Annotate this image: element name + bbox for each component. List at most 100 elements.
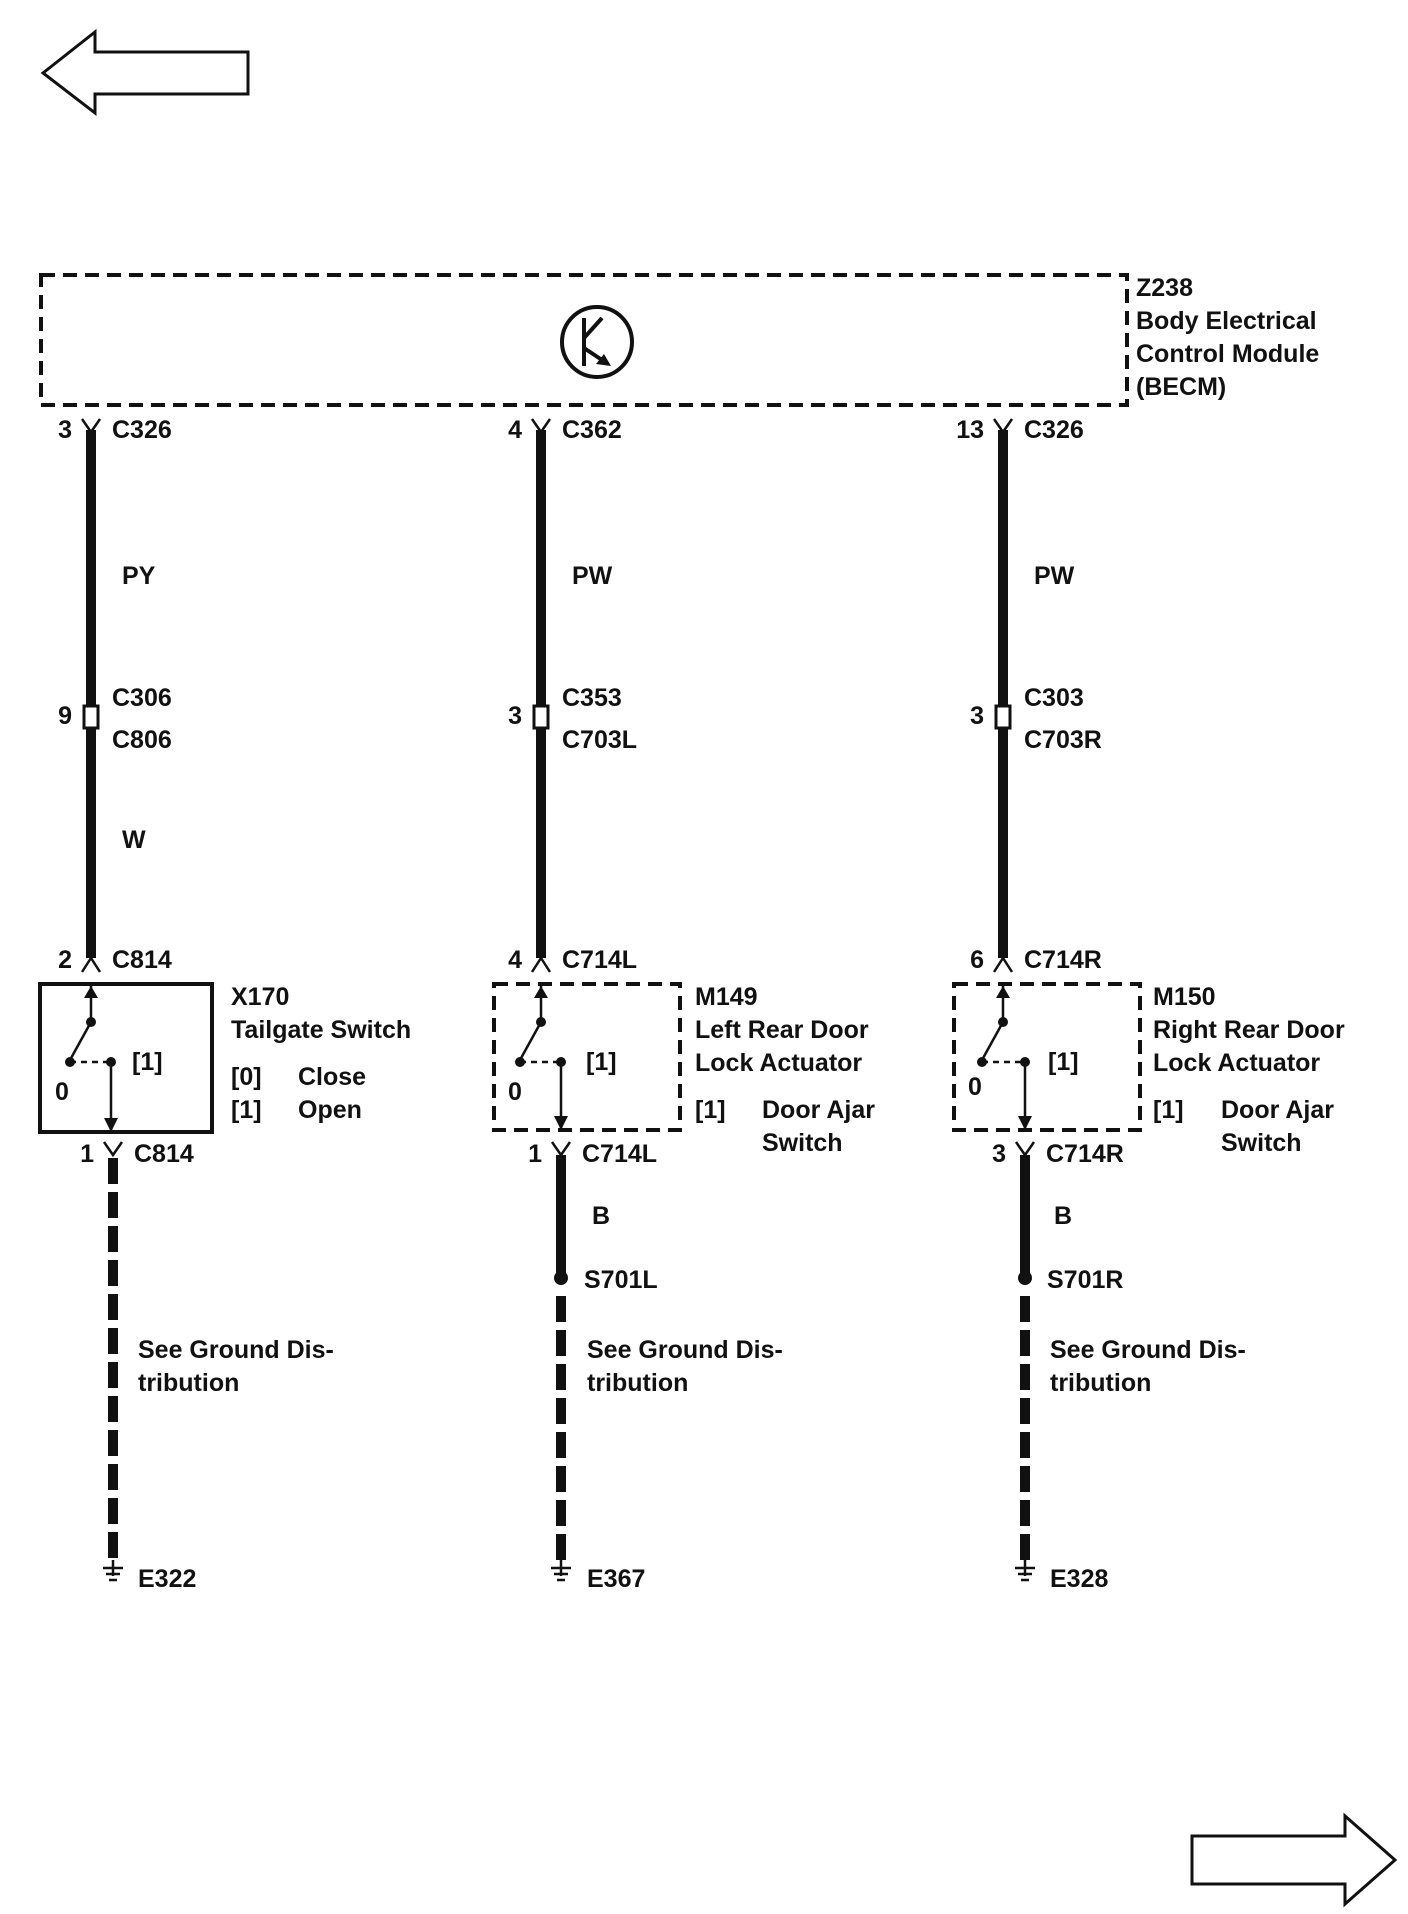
ground-note-line2: tribution bbox=[138, 1369, 239, 1397]
top-connector: C326 bbox=[1024, 416, 1084, 444]
state-desc-line2: Switch bbox=[762, 1129, 843, 1157]
connector-symbol bbox=[102, 1141, 124, 1158]
comp-top-connector: C814 bbox=[112, 946, 172, 974]
comp-bottom-connector: C714R bbox=[1046, 1140, 1124, 1168]
splice-dot bbox=[1018, 1271, 1032, 1285]
becm-module: Z238 Body Electrical Control Module (BEC… bbox=[39, 273, 1319, 407]
transistor-icon bbox=[560, 305, 634, 379]
ground-wire-color: B bbox=[1054, 1202, 1072, 1230]
circuit-right-rear-door: 13 C326 PW 3 C303 C703R 6 C714R 0 [1] M1… bbox=[952, 416, 1345, 1593]
inline-connector-2: C703L bbox=[562, 726, 637, 754]
ground-note-line1: See Ground Dis- bbox=[587, 1336, 783, 1364]
module-id: Z238 bbox=[1136, 274, 1193, 302]
switch-pos-1: [1] bbox=[586, 1048, 617, 1076]
connector-symbol bbox=[530, 955, 552, 973]
component-name-line2: Lock Actuator bbox=[695, 1049, 862, 1077]
comp-bottom-connector: C814 bbox=[134, 1140, 194, 1168]
top-connector: C362 bbox=[562, 416, 622, 444]
inline-connector-1: C306 bbox=[112, 684, 172, 712]
component-name-line1: Right Rear Door bbox=[1153, 1016, 1345, 1044]
component-name: Tailgate Switch bbox=[231, 1016, 411, 1044]
inline-connector-2: C806 bbox=[112, 726, 172, 754]
state-desc: Door Ajar bbox=[1221, 1096, 1334, 1124]
top-pin-number: 4 bbox=[508, 416, 522, 444]
inline-connector-symbol bbox=[532, 704, 550, 730]
connector-symbol bbox=[80, 955, 102, 973]
splice-dot bbox=[554, 1271, 568, 1285]
state-desc-line2: Switch bbox=[1221, 1129, 1302, 1157]
inline-connector-symbol bbox=[82, 704, 100, 730]
wire-color-upper: PW bbox=[572, 562, 613, 590]
module-name-line1: Body Electrical bbox=[1136, 307, 1317, 335]
component-name-line1: Left Rear Door bbox=[695, 1016, 869, 1044]
becm-module-box bbox=[39, 273, 1129, 407]
switch-pos-1: [1] bbox=[132, 1048, 163, 1076]
state-code: [1] bbox=[231, 1096, 262, 1124]
ground-note-line1: See Ground Dis- bbox=[138, 1336, 334, 1364]
comp-top-pin: 6 bbox=[970, 946, 984, 974]
state-desc: Close bbox=[298, 1063, 366, 1091]
ground-icon bbox=[551, 1560, 571, 1582]
connector-symbol bbox=[992, 955, 1014, 973]
switch-icon bbox=[977, 984, 1032, 1130]
connector-symbol bbox=[1014, 1141, 1036, 1158]
circuit-tailgate: 3 C326 PY 9 C306 C806 W 2 C814 0 [1] X bbox=[38, 416, 411, 1593]
left-rear-door-actuator-box bbox=[492, 982, 682, 1132]
switch-pos-0: 0 bbox=[508, 1078, 522, 1106]
ground-note-line1: See Ground Dis- bbox=[1050, 1336, 1246, 1364]
component-id: M150 bbox=[1153, 983, 1216, 1011]
component-id: X170 bbox=[231, 983, 289, 1011]
ground-note-line2: tribution bbox=[1050, 1369, 1151, 1397]
ground-id: E322 bbox=[138, 1565, 196, 1593]
wire-color-upper: PW bbox=[1034, 562, 1075, 590]
splice-id: S701L bbox=[584, 1266, 658, 1294]
comp-top-connector: C714R bbox=[1024, 946, 1102, 974]
switch-pos-0: 0 bbox=[968, 1073, 982, 1101]
comp-top-pin: 4 bbox=[508, 946, 522, 974]
comp-top-connector: C714L bbox=[562, 946, 637, 974]
switch-pos-1: [1] bbox=[1048, 1048, 1079, 1076]
splice-id: S701R bbox=[1047, 1266, 1123, 1294]
ground-id: E328 bbox=[1050, 1565, 1108, 1593]
connector-symbol bbox=[550, 1141, 572, 1158]
ground-wire-color: B bbox=[592, 1202, 610, 1230]
inline-pin-number: 3 bbox=[508, 702, 522, 730]
ground-icon bbox=[103, 1560, 123, 1582]
switch-icon bbox=[65, 984, 118, 1132]
comp-top-pin: 2 bbox=[58, 946, 72, 974]
state-desc: Open bbox=[298, 1096, 362, 1124]
top-pin-number: 3 bbox=[58, 416, 72, 444]
inline-connector-1: C303 bbox=[1024, 684, 1084, 712]
module-name-line3: (BECM) bbox=[1136, 373, 1226, 401]
circuit-left-rear-door: 4 C362 PW 3 C353 C703L 4 C714L 0 [1] M14… bbox=[492, 416, 875, 1593]
inline-pin-number: 9 bbox=[58, 702, 72, 730]
state-desc: Door Ajar bbox=[762, 1096, 875, 1124]
forward-arrow-icon[interactable] bbox=[1190, 1812, 1398, 1908]
ground-note-line2: tribution bbox=[587, 1369, 688, 1397]
back-arrow-icon[interactable] bbox=[40, 28, 250, 117]
ground-id: E367 bbox=[587, 1565, 645, 1593]
state-code: [0] bbox=[231, 1063, 262, 1091]
wire-color-lower: W bbox=[122, 826, 146, 854]
inline-connector-2: C703R bbox=[1024, 726, 1102, 754]
wire-color-upper: PY bbox=[122, 562, 156, 590]
inline-connector-symbol bbox=[994, 704, 1012, 730]
top-pin-number: 13 bbox=[956, 416, 984, 444]
comp-bottom-pin: 1 bbox=[80, 1140, 94, 1168]
inline-connector-1: C353 bbox=[562, 684, 622, 712]
module-name-line2: Control Module bbox=[1136, 340, 1319, 368]
switch-pos-0: 0 bbox=[55, 1078, 69, 1106]
comp-bottom-connector: C714L bbox=[582, 1140, 657, 1168]
inline-pin-number: 3 bbox=[970, 702, 984, 730]
ground-icon bbox=[1015, 1560, 1035, 1582]
switch-icon bbox=[515, 984, 568, 1130]
comp-bottom-pin: 1 bbox=[528, 1140, 542, 1168]
component-id: M149 bbox=[695, 983, 758, 1011]
state-code: [1] bbox=[1153, 1096, 1184, 1124]
top-connector: C326 bbox=[112, 416, 172, 444]
component-name-line2: Lock Actuator bbox=[1153, 1049, 1320, 1077]
comp-bottom-pin: 3 bbox=[992, 1140, 1006, 1168]
tailgate-switch-box bbox=[38, 982, 214, 1134]
state-code: [1] bbox=[695, 1096, 726, 1124]
